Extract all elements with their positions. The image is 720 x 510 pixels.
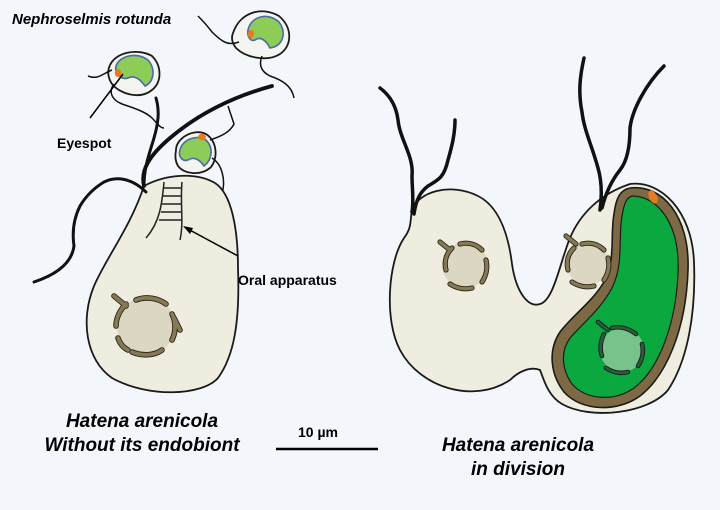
left-caption-line1: Hatena arenicola	[65, 411, 219, 432]
oral-apparatus-label: Oral apparatus	[238, 272, 337, 288]
nephroselmis-cell-top	[197, 10, 295, 99]
eyespot-pointer	[89, 73, 124, 119]
left-caption: Hatena arenicola Without its endobiont	[16, 410, 268, 458]
scale-bar-label: 10 µm	[298, 424, 338, 440]
nephroselmis-cell-left	[87, 51, 165, 129]
eyespot-label: Eyespot	[57, 135, 112, 151]
left-ciliate	[32, 84, 274, 394]
right-caption-line1: Hatena arenicola	[441, 435, 595, 456]
species-label: Nephroselmis rotunda	[12, 11, 172, 28]
right-caption: Hatena arenicola in division	[408, 434, 628, 482]
oral-apparatus-pointer	[185, 227, 239, 257]
left-caption-line2: Without its endobiont	[44, 435, 240, 456]
oral-apparatus-arrowhead	[183, 226, 193, 234]
dividing-ciliate	[378, 56, 696, 414]
right-caption-line2: in division	[471, 459, 565, 480]
